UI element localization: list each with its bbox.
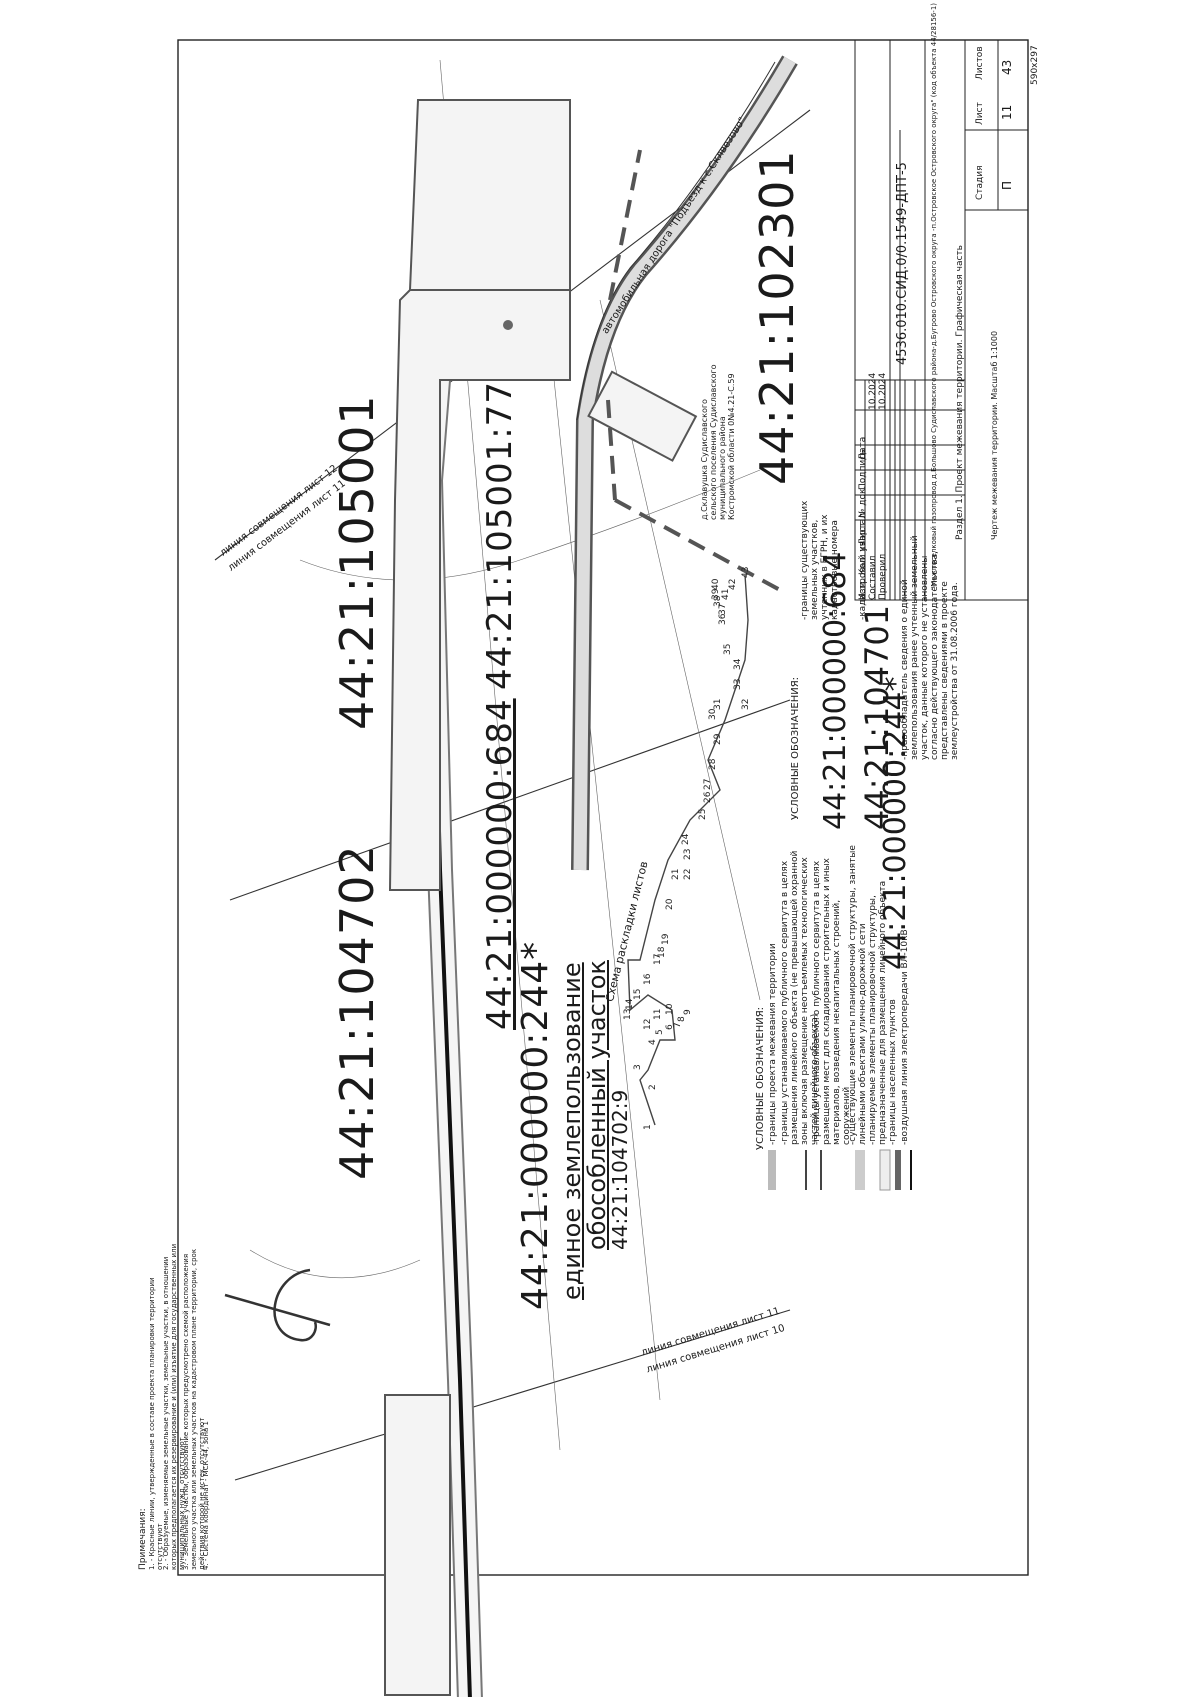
legend-title: УСЛОВНЫЕ ОБОЗНАЧЕНИЯ: bbox=[755, 1006, 766, 1150]
scheme-number-29: 29 bbox=[713, 733, 723, 745]
sheet-layout-polyline bbox=[627, 574, 749, 1126]
notes-title: Примечания: bbox=[138, 1508, 148, 1570]
scheme-number-25: 25 bbox=[698, 809, 708, 820]
scheme-number-26: 26 bbox=[703, 791, 713, 803]
legend-ex-104701-desc: -кадастровый квартал bbox=[858, 513, 868, 620]
legend-item-4: -существующие элементы планировочной стр… bbox=[848, 845, 868, 1145]
scheme-number-41: 41 bbox=[721, 589, 731, 600]
scheme-number-38: 38 bbox=[713, 595, 723, 607]
scheme-number-14: 14 bbox=[625, 998, 635, 1010]
scheme-number-30: 30 bbox=[708, 708, 718, 720]
scheme-number-15: 15 bbox=[633, 989, 643, 1000]
legend-item-3: -границы устанавливаемого публичного сер… bbox=[812, 858, 852, 1145]
scheme-number-19: 19 bbox=[661, 933, 671, 945]
project-name: "Межпоселковый газопровод д.Большово Суд… bbox=[930, 2, 938, 590]
scheme-number-28: 28 bbox=[708, 758, 718, 770]
scheme-number-32: 32 bbox=[741, 699, 751, 710]
settlement-boundary bbox=[606, 149, 781, 592]
legend-item-6: -границы населенных пунктов bbox=[888, 999, 898, 1145]
separate-plot-label: обособленный участок bbox=[583, 960, 611, 1250]
servitude-areas bbox=[384, 99, 698, 1696]
legend-swatches bbox=[768, 1149, 912, 1191]
date-2: 10.2024 bbox=[878, 372, 888, 410]
scheme-number-7: 7 bbox=[673, 1022, 683, 1028]
scheme-number-33: 33 bbox=[733, 679, 743, 690]
scheme-number-42: 42 bbox=[728, 579, 738, 590]
scheme-number-31: 31 bbox=[713, 699, 723, 710]
parcel-000000-684: 44:21:000000:684 bbox=[480, 698, 520, 1030]
single-use-label: единое землепользование bbox=[558, 962, 586, 1300]
scheme-number-2: 2 bbox=[648, 1084, 658, 1090]
parcel-102301: 44:21:102301 bbox=[750, 149, 804, 485]
legend-item-1: -границы проекта межевания территории bbox=[768, 943, 778, 1145]
scheme-number-37: 37 bbox=[718, 604, 728, 615]
scheme-number-22: 22 bbox=[683, 869, 693, 880]
scheme-number-23: 23 bbox=[683, 849, 693, 860]
scheme-number-18: 18 bbox=[657, 946, 667, 958]
scheme-number-12: 12 bbox=[643, 1019, 653, 1030]
parcel-104702: 44:21:104702 bbox=[330, 844, 384, 1180]
scheme-number-17: 17 bbox=[653, 954, 663, 965]
scheme-number-20: 20 bbox=[665, 898, 675, 910]
scheme-number-11: 11 bbox=[653, 1009, 663, 1020]
scheme-number-39: 39 bbox=[711, 588, 721, 600]
role-composed: Составил bbox=[868, 555, 878, 600]
village-label: д.Склавушка Судиславского сельского посе… bbox=[700, 364, 736, 520]
stage-value: П bbox=[1000, 180, 1014, 190]
scheme-number-40: 40 bbox=[711, 578, 721, 590]
sheet-value: 11 bbox=[1000, 104, 1014, 120]
scheme-number-21: 21 bbox=[671, 869, 681, 880]
legend-ex-684-desc: -границы существующих земельных участков… bbox=[800, 500, 840, 620]
scheme-number-43: 43 bbox=[741, 567, 751, 578]
scheme-number-35: 35 bbox=[723, 644, 733, 655]
sheets-label: Листов bbox=[975, 46, 985, 80]
road bbox=[571, 55, 798, 871]
scheme-number-1: 1 bbox=[643, 1124, 653, 1130]
scheme-number-16: 16 bbox=[643, 973, 653, 985]
legend2-title: УСЛОВНЫЕ ОБОЗНАЧЕНИЯ: bbox=[790, 676, 801, 820]
scheme-number-36: 36 bbox=[718, 613, 728, 625]
scheme-number-5: 5 bbox=[655, 1029, 665, 1035]
scheme-number-9: 9 bbox=[683, 1009, 693, 1015]
north-arrow bbox=[224, 1268, 331, 1342]
head-date: Дата bbox=[858, 436, 868, 460]
date-1: 10.2024 bbox=[868, 372, 878, 410]
parcel-105001-77: 44:21:105001:77 bbox=[480, 381, 520, 690]
drawing-name: Чертеж межевания территории. Масштаб 1:1… bbox=[990, 330, 999, 540]
parcel-104702-9: 44:21:104702:9 bbox=[608, 1089, 632, 1250]
parcel-000000-244: 44:21:000000:244* bbox=[515, 940, 556, 1310]
sheet-label: Лист bbox=[975, 102, 985, 125]
note-4: 4. - Система координат - МСК-44, зона 1 bbox=[202, 1421, 210, 1570]
scheme-number-24: 24 bbox=[681, 833, 691, 845]
parcel-105001: 44:21:105001 bbox=[330, 394, 384, 730]
sheets-value: 43 bbox=[1000, 59, 1014, 75]
scheme-number-8: 8 bbox=[677, 1016, 687, 1022]
scheme-number-27: 27 bbox=[703, 779, 713, 790]
format-label: 590х297 bbox=[1030, 45, 1040, 85]
marker-point bbox=[503, 320, 513, 330]
role-checked: Проверил bbox=[878, 553, 888, 600]
section-name: Раздел 1. Проект межевания территории. Г… bbox=[955, 245, 965, 540]
scheme-number-6: 6 bbox=[665, 1024, 675, 1030]
title-block-grid bbox=[854, 39, 1029, 601]
stage-label: Стадия bbox=[975, 165, 985, 200]
scheme-number-3: 3 bbox=[633, 1064, 643, 1070]
scheme-number-34: 34 bbox=[733, 658, 743, 670]
scheme-number-10: 10 bbox=[665, 1003, 675, 1015]
scheme-number-13: 13 bbox=[623, 1009, 633, 1020]
legend-ex-244-desc: -правообладатель сведения о единой земле… bbox=[900, 535, 960, 760]
scheme-number-4: 4 bbox=[648, 1039, 658, 1045]
doc-code: 4536.010.СИД.0/0.1549-ДПТ-5 bbox=[895, 162, 910, 365]
